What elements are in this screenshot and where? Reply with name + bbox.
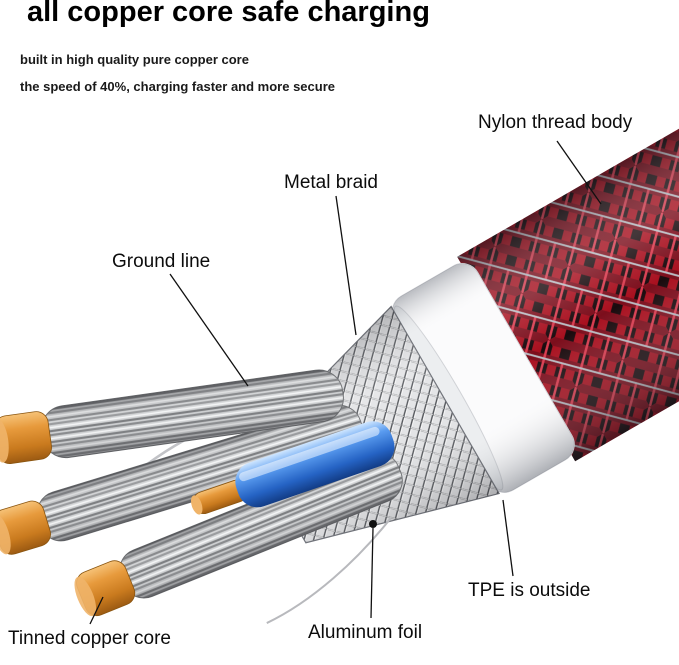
leader-line-tinned: [89, 596, 104, 625]
leader-line-nylon: [556, 140, 602, 205]
leader-line-metal-braid: [335, 195, 357, 336]
nylon-braid-body: [457, 16, 679, 462]
stray-strand: [266, 517, 392, 624]
label-tpe-outside: TPE is outside: [468, 580, 591, 601]
tinned-copper-cap: [74, 560, 136, 617]
tinned-copper-cap: [0, 500, 51, 555]
blue-wire: [190, 421, 395, 515]
copper-wire-bundle: [0, 369, 344, 464]
label-tinned-copper-core: Tinned copper core: [8, 628, 172, 649]
subtitle-line-2: the speed of 40%, charging faster and mo…: [20, 79, 335, 94]
copper-core: [190, 479, 249, 515]
label-metal-braid: Metal braid: [284, 172, 378, 193]
label-nylon-thread-body: Nylon thread body: [478, 112, 633, 133]
label-aluminum-foil: Aluminum foil: [308, 622, 423, 643]
copper-wire-bundle: [0, 404, 364, 555]
page-title: all copper core safe charging: [27, 0, 430, 28]
subtitle-line-1: built in high quality pure copper core: [20, 52, 249, 67]
label-ground-line: Ground line: [112, 251, 211, 272]
copper-wire-bundle: [74, 452, 403, 617]
leader-line-ground: [169, 273, 249, 387]
tpe-sleeve: [391, 263, 575, 493]
leader-line-foil: [370, 527, 374, 619]
leader-line-tpe: [502, 499, 514, 577]
foil-marker-dot: [369, 520, 377, 528]
tinned-copper-cap: [0, 411, 52, 464]
